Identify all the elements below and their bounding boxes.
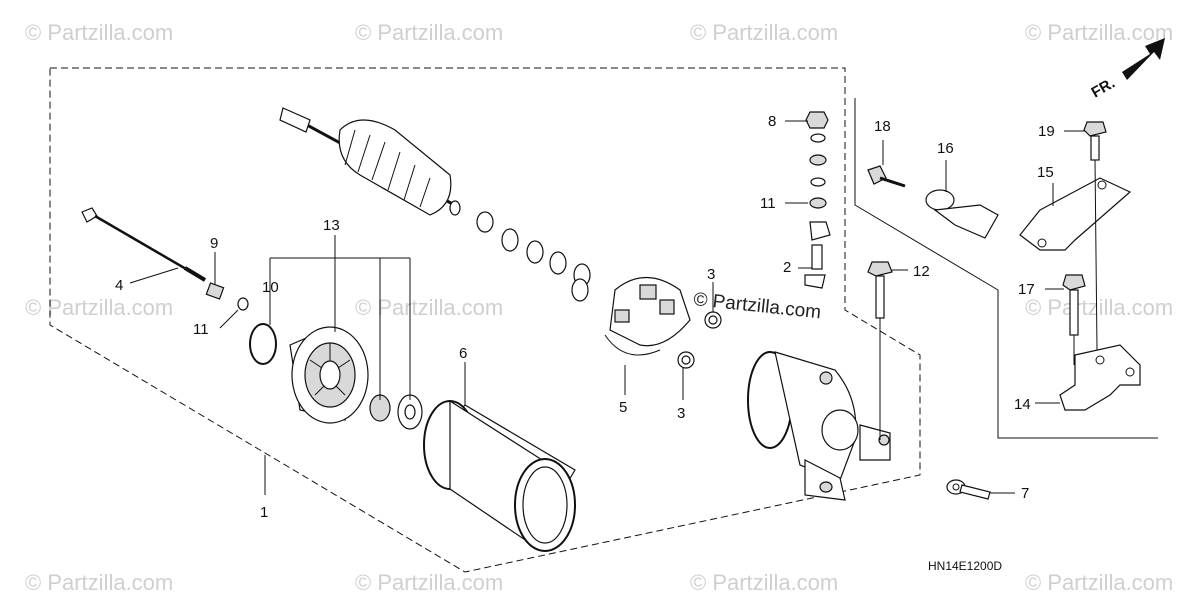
callout-12: 12 bbox=[913, 263, 930, 280]
callout-2: 2 bbox=[783, 259, 791, 276]
terminal-stack bbox=[804, 111, 831, 289]
leader-lines bbox=[129, 120, 1085, 495]
part-10-o-ring bbox=[249, 323, 277, 365]
callout-17: 17 bbox=[1018, 281, 1035, 298]
part-14-bracket bbox=[1059, 344, 1141, 411]
callout-4: 4 bbox=[115, 277, 123, 294]
bracket-group-boundary bbox=[854, 98, 1158, 439]
watermark: © Partzilla.com bbox=[1025, 20, 1173, 45]
callout-3-top: 3 bbox=[707, 266, 715, 283]
part-7-terminal bbox=[946, 479, 991, 500]
watermark: © Partzilla.com bbox=[1025, 295, 1173, 320]
part-6-yoke bbox=[423, 399, 576, 552]
part-12-bolt bbox=[867, 261, 893, 440]
watermark: © Partzilla.com bbox=[355, 295, 503, 320]
callout-15: 15 bbox=[1037, 164, 1054, 181]
watermark: © Partzilla.com bbox=[25, 20, 173, 45]
part-13-front-cover bbox=[289, 326, 369, 424]
part-19-bolt bbox=[1083, 121, 1107, 351]
callout-8: 8 bbox=[768, 113, 776, 130]
callout-9: 9 bbox=[210, 235, 218, 252]
callout-1: 1 bbox=[260, 504, 268, 521]
watermark: © Partzilla.com bbox=[690, 570, 838, 595]
part-18-bolt bbox=[867, 165, 906, 188]
callout-6: 6 bbox=[459, 345, 467, 362]
callout-10: 10 bbox=[262, 279, 279, 296]
watermark: © Partzilla.com bbox=[355, 20, 503, 45]
callout-13: 13 bbox=[323, 217, 340, 234]
watermark: © Partzilla.com bbox=[690, 20, 838, 45]
part-4-long-bolt bbox=[81, 207, 207, 282]
bearing-large-bore bbox=[404, 404, 416, 420]
callout-18: 18 bbox=[874, 118, 891, 135]
part-15-bracket bbox=[1019, 177, 1132, 251]
rear-cover bbox=[747, 351, 891, 501]
callout-11-right: 11 bbox=[760, 195, 776, 212]
callout-14: 14 bbox=[1014, 396, 1031, 413]
watermark: © Partzilla.com bbox=[25, 295, 173, 320]
callout-7: 7 bbox=[1021, 485, 1029, 502]
watermark: © Partzilla.com bbox=[355, 570, 503, 595]
washer-set bbox=[476, 211, 591, 302]
callout-11-left: 11 bbox=[193, 321, 209, 338]
watermarks: © Partzilla.com © Partzilla.com © Partzi… bbox=[25, 20, 1173, 595]
part-11-washer bbox=[237, 297, 249, 311]
callout-3-bottom: 3 bbox=[677, 405, 685, 422]
part-17-bolt bbox=[1062, 274, 1086, 365]
arrow-icon bbox=[1122, 38, 1165, 80]
callout-19: 19 bbox=[1038, 123, 1055, 140]
callout-labels: 4 9 10 13 11 6 1 5 3 3 8 11 2 12 18 16 1… bbox=[115, 113, 1055, 521]
assembly-boundary bbox=[49, 67, 921, 573]
part-16-clamp bbox=[925, 189, 999, 239]
part-9-nut bbox=[205, 282, 225, 300]
callout-16: 16 bbox=[937, 140, 954, 157]
armature bbox=[279, 107, 461, 216]
callout-5: 5 bbox=[619, 399, 627, 416]
front-direction-indicator: FR. bbox=[1089, 38, 1165, 102]
front-label: FR. bbox=[1089, 75, 1118, 102]
watermark: © Partzilla.com bbox=[25, 570, 173, 595]
part-5-brush-holder bbox=[604, 277, 691, 356]
watermark: © Partzilla.com bbox=[1025, 570, 1173, 595]
diagram-code: HN14E1200D bbox=[928, 559, 1002, 573]
